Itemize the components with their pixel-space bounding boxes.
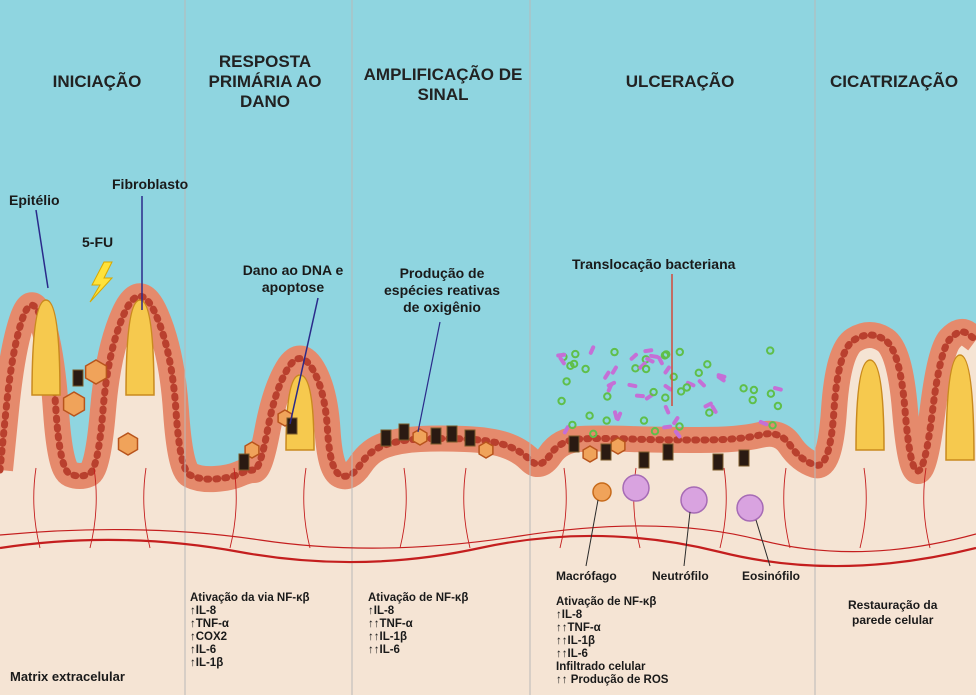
macrophage-cell (593, 483, 611, 501)
note-line: ↑↑TNF-α (368, 618, 468, 631)
label-macrophage: Macrófago (556, 570, 617, 583)
note-line: ↑IL-1β (190, 657, 310, 670)
ros-particle (479, 442, 493, 458)
note-line: ↑↑TNF-α (556, 622, 668, 635)
neutrophil-cell (623, 475, 649, 501)
ros-particle (64, 392, 85, 416)
label-fibroblast: Fibroblasto (112, 176, 188, 193)
damaged-cell (239, 454, 249, 470)
damaged-cell (739, 450, 749, 466)
label-dna-damage: Dano ao DNA e apoptose (233, 262, 353, 296)
damaged-cell (287, 418, 297, 434)
damaged-cell (465, 430, 475, 446)
note-line: Ativação da via NF-κβ (190, 592, 310, 605)
notes-healing: Restauração da parede celular (848, 598, 937, 628)
stage-title-amplification: AMPLIFICAÇÃO DE SINAL (358, 65, 528, 105)
note-line: ↑COX2 (190, 631, 310, 644)
note-line: Infiltrado celular (556, 661, 668, 674)
note-line: ↑↑IL-6 (556, 648, 668, 661)
note-line: Ativação de NF-κβ (368, 592, 468, 605)
note-line: Ativação de NF-κβ (556, 596, 668, 609)
ros-particle (86, 360, 107, 384)
label-epithelium: Epitélio (9, 192, 60, 209)
eosinophil-cell (737, 495, 763, 521)
damaged-cell (431, 428, 441, 444)
stage-title-initiation: INICIAÇÃO (22, 72, 172, 92)
damaged-cell (73, 370, 83, 386)
label-5fu: 5-FU (82, 234, 113, 251)
note-line: Restauração da (848, 598, 937, 613)
note-line: ↑IL-6 (190, 644, 310, 657)
stage-title-ulceration: ULCERAÇÃO (590, 72, 770, 92)
damaged-cell (447, 426, 457, 442)
notes-amplification: Ativação de NF-κβ ↑IL-8 ↑↑TNF-α ↑↑IL-1β … (368, 592, 468, 657)
damaged-cell (399, 424, 409, 440)
note-line: parede celular (848, 613, 937, 628)
ros-particle (413, 429, 427, 445)
label-neutrophil: Neutrófilo (652, 570, 709, 583)
ros-particle (583, 446, 597, 462)
damaged-cell (569, 436, 579, 452)
stage-title-primary-response: RESPOSTA PRIMÁRIA AO DANO (200, 52, 330, 112)
note-line: ↑↑IL-1β (368, 631, 468, 644)
label-eosinophil: Eosinófilo (742, 570, 800, 583)
note-line: ↑IL-8 (368, 605, 468, 618)
stage-title-healing: CICATRIZAÇÃO (830, 72, 976, 92)
notes-ulceration: Ativação de NF-κβ ↑IL-8 ↑↑TNF-α ↑↑IL-1β … (556, 596, 668, 687)
label-extracellular-matrix: Matrix extracelular (10, 668, 125, 685)
note-line: ↑↑ Produção de ROS (556, 674, 668, 687)
notes-primary-response: Ativação da via NF-κβ ↑IL-8 ↑TNF-α ↑COX2… (190, 592, 310, 670)
damaged-cell (713, 454, 723, 470)
note-line: ↑TNF-α (190, 618, 310, 631)
label-bacterial-translocation: Translocação bacteriana (572, 256, 735, 273)
note-line: ↑IL-8 (556, 609, 668, 622)
damaged-cell (639, 452, 649, 468)
note-line: ↑↑IL-1β (556, 635, 668, 648)
ros-particle (611, 438, 625, 454)
ros-particle (119, 433, 138, 455)
damaged-cell (663, 444, 673, 460)
note-line: ↑IL-8 (190, 605, 310, 618)
damaged-cell (601, 444, 611, 460)
label-ros-production: Produção de espécies reativas de oxigêni… (378, 265, 506, 316)
neutrophil-cell (681, 487, 707, 513)
damaged-cell (381, 430, 391, 446)
note-line: ↑↑IL-6 (368, 644, 468, 657)
